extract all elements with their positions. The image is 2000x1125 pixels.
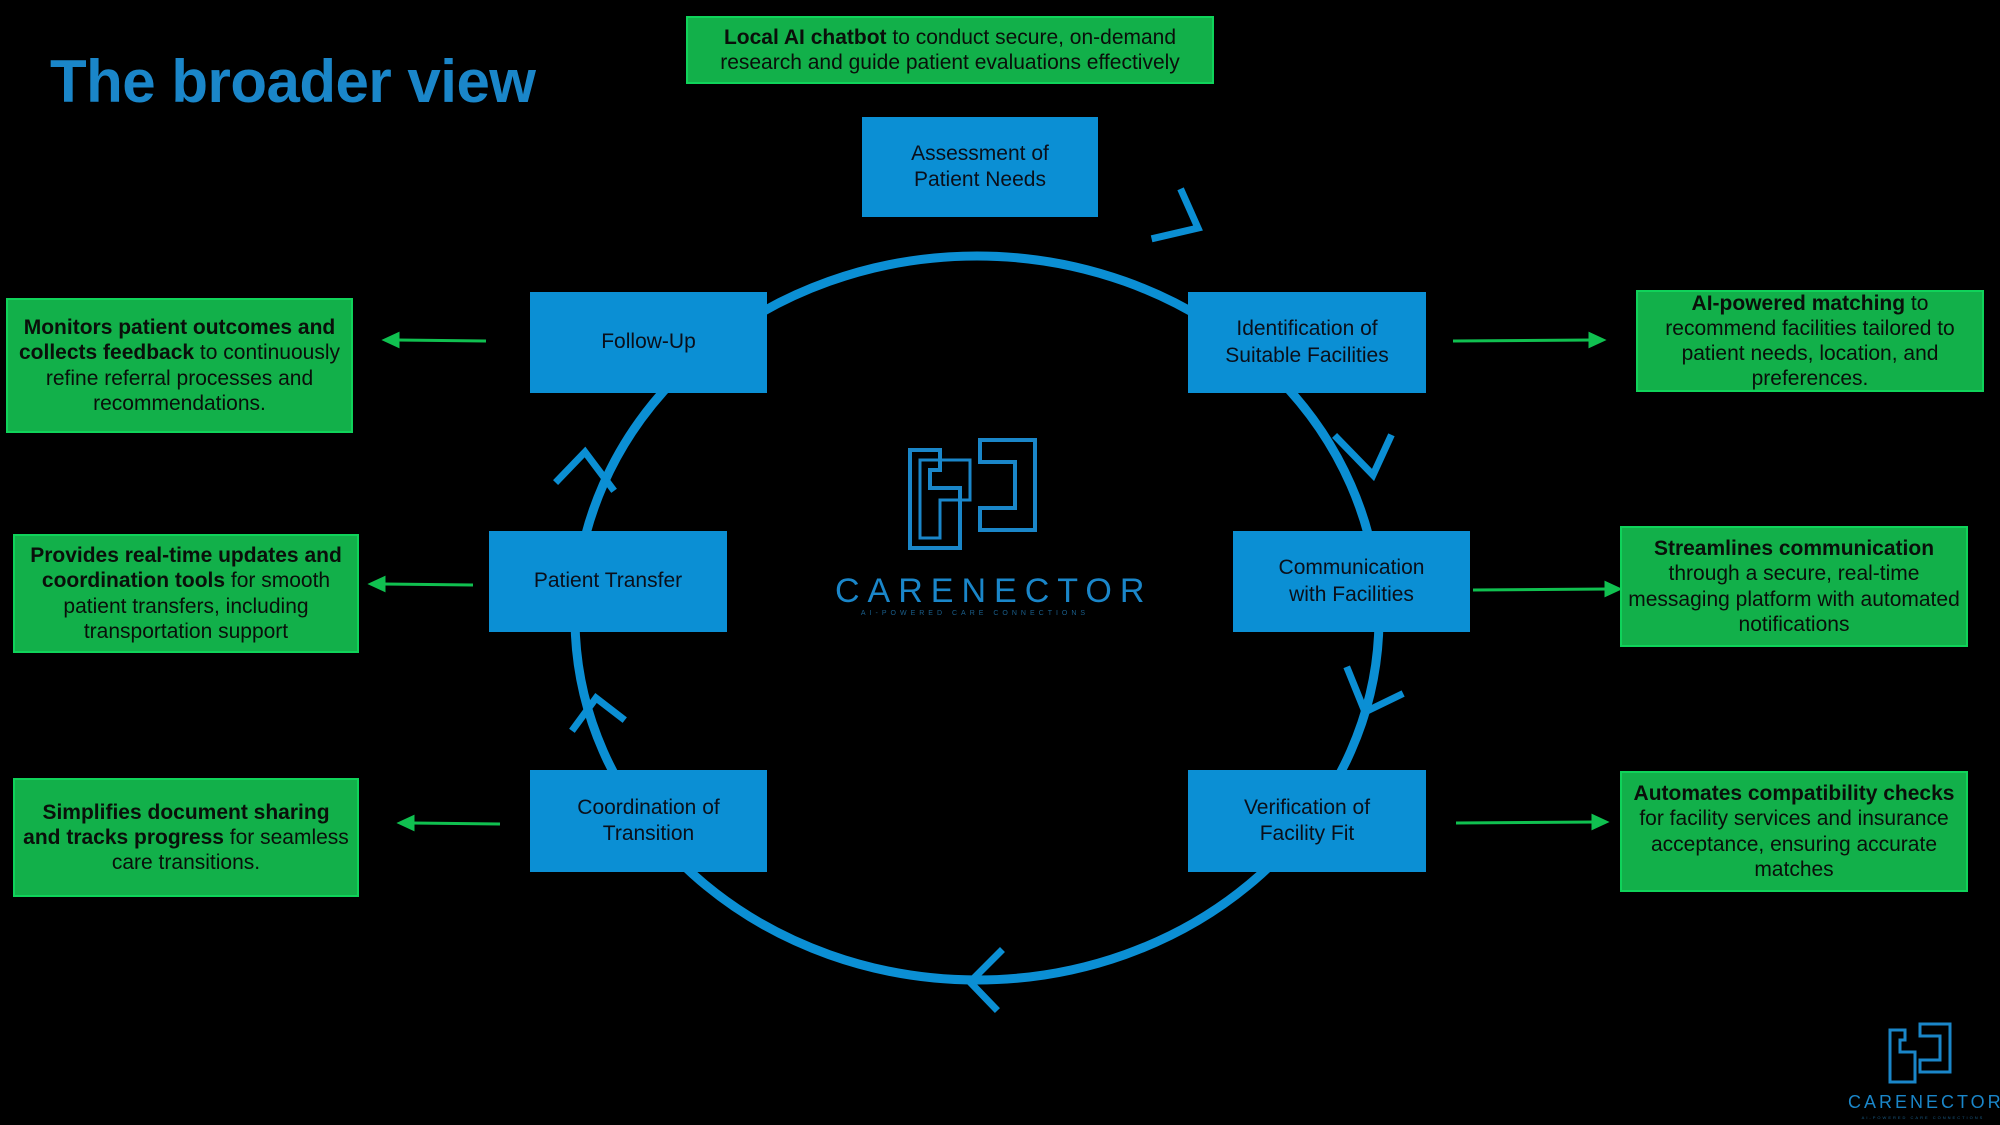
step-verification: Verification of Facility Fit	[1188, 770, 1426, 872]
note-chatbot-bold: Local AI chatbot	[723, 25, 887, 49]
note-compatibility-bold: Automates compatibility checks	[1633, 782, 1955, 806]
note-transfers: Provides real-time updates and coordinat…	[13, 534, 359, 653]
arrow-head-icon	[1588, 331, 1607, 349]
carenector-logo-icon	[908, 438, 1037, 550]
note-compatibility: Automates compatibility checks for facil…	[1620, 771, 1968, 892]
chevron-icon	[1150, 187, 1203, 243]
note-outcomes-bold: Monitors patient outcomes and collects f…	[18, 316, 336, 365]
cycle-direction-arrows	[553, 187, 1405, 1013]
chevron-icon	[965, 947, 1005, 1013]
step-communication: Communication with Facilities	[1233, 531, 1470, 632]
arrow-head-icon	[1591, 813, 1610, 831]
step-assessment: Assessment of Patient Needs	[862, 117, 1098, 217]
note-communication: Streamlines communication through a secu…	[1620, 526, 1968, 647]
note-compatibility-text: for facility services and insurance acce…	[1639, 807, 1949, 881]
note-communication-text: through a secure, real-time messaging pl…	[1628, 562, 1960, 636]
arrow-head-icon	[396, 814, 415, 832]
note-chatbot: Local AI chatbot to conduct secure, on-d…	[686, 16, 1214, 84]
chevron-icon	[1332, 433, 1395, 482]
note-outcomes: Monitors patient outcomes and collects f…	[6, 298, 353, 433]
brand-tagline: AI-POWERED CARE CONNECTIONS	[860, 610, 1090, 617]
corner-brand-tagline: AI-POWERED CARE CONNECTIONS	[1861, 1115, 1985, 1120]
center-logo: CARENECTOR AI-POWERED CARE CONNECTIONS	[835, 430, 1153, 620]
note-matching-bold: AI-powered matching	[1691, 291, 1906, 315]
arrow-head-icon	[367, 575, 386, 593]
step-coordination: Coordination of Transition	[530, 770, 767, 872]
chevron-icon	[1343, 665, 1405, 717]
note-communication-bold: Streamlines communication	[1653, 537, 1935, 561]
note-documents-bold: Simplifies document sharing and tracks p…	[23, 800, 330, 849]
corner-logo-icon	[1888, 1022, 1952, 1084]
step-patient-transfer: Patient Transfer	[489, 531, 727, 632]
slide-title: The broader view	[50, 48, 536, 115]
step-follow-up: Follow-Up	[530, 292, 767, 393]
arrow-head-icon	[1604, 580, 1623, 598]
note-matching: AI-powered matching to recommend facilit…	[1636, 290, 1984, 392]
corner-logo: CARENECTOR AI-POWERED CARE CONNECTIONS	[1848, 1018, 2000, 1123]
brand-name: CARENECTOR	[835, 572, 1153, 610]
note-documents: Simplifies document sharing and tracks p…	[13, 778, 359, 897]
step-identification: Identification of Suitable Facilities	[1188, 292, 1426, 393]
note-chatbot-text: to conduct secure, on-demand research an…	[720, 25, 1180, 74]
note-matching-text: to recommend facilities tailored to pati…	[1665, 291, 1955, 391]
note-transfers-bold: Provides real-time updates and coordinat…	[30, 544, 342, 593]
arrow-head-icon	[381, 331, 400, 349]
note-documents-text: for seamless care transitions.	[111, 825, 349, 875]
corner-brand-name: CARENECTOR	[1848, 1092, 2000, 1112]
note-outcomes-text: to continuously refine referral processe…	[45, 341, 341, 415]
chevron-icon	[569, 693, 627, 733]
chevron-icon	[553, 446, 617, 493]
note-transfers-text: for smooth patient transfers, including …	[63, 569, 331, 643]
note-connectors	[367, 331, 1623, 832]
